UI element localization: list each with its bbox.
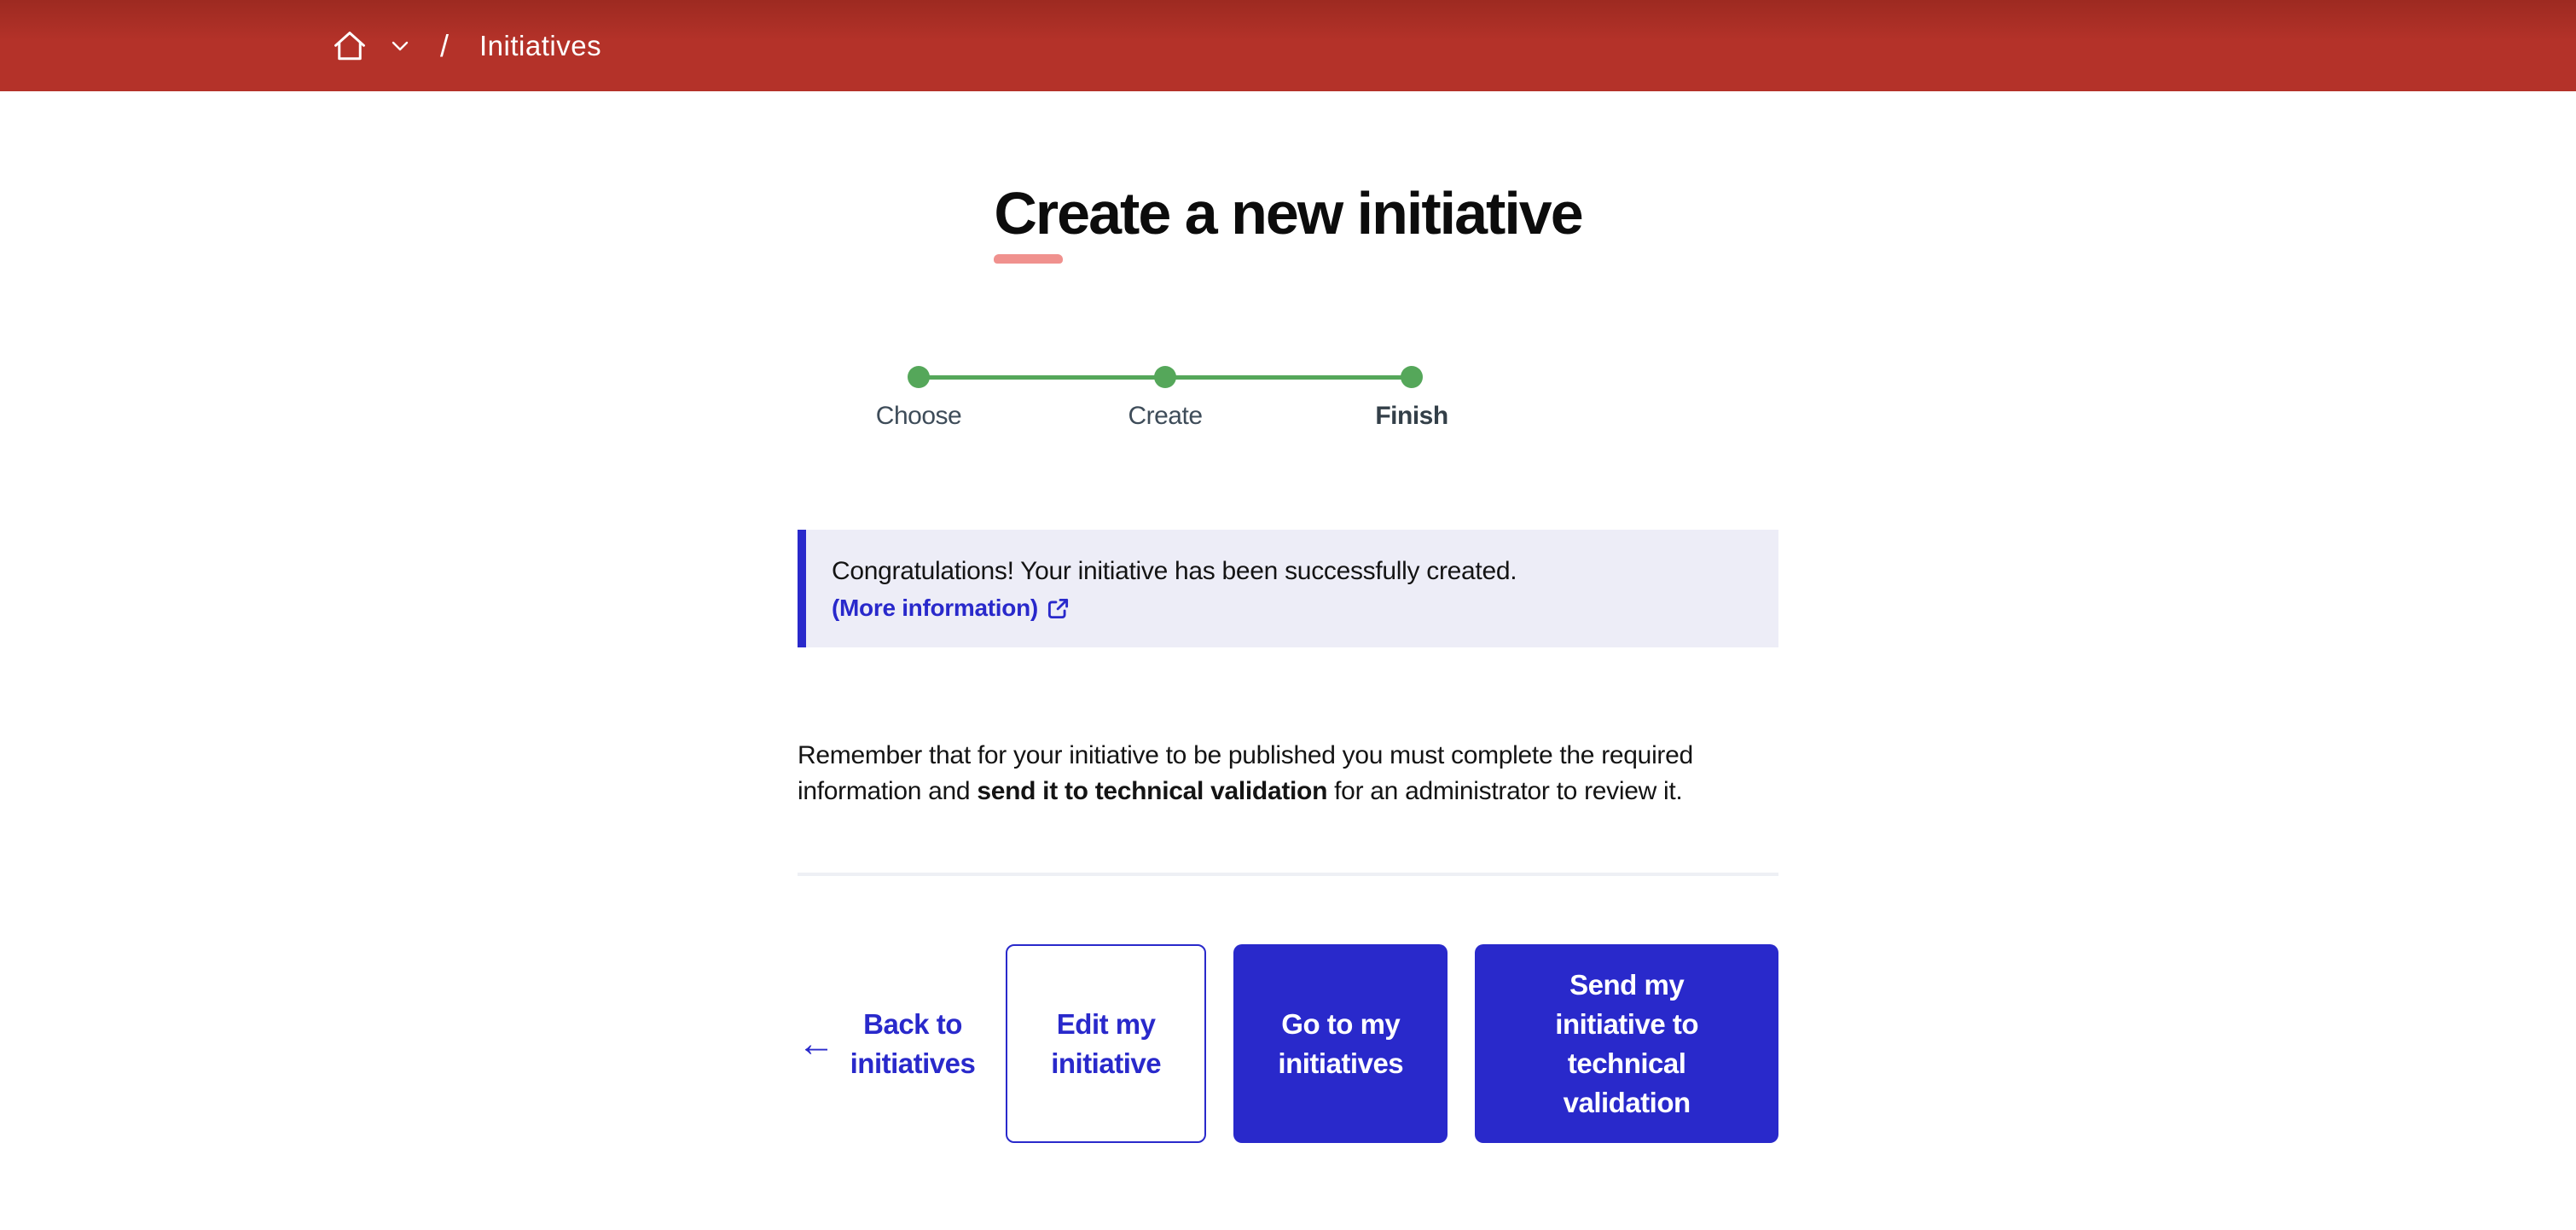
page-title: Create a new initiative: [994, 180, 1583, 247]
back-to-initiatives-link[interactable]: ← Back to initiatives: [798, 944, 978, 1143]
home-link[interactable]: [331, 28, 368, 64]
step-label-choose: Choose: [875, 402, 962, 430]
breadcrumb-current-initiatives[interactable]: Initiatives: [479, 29, 602, 61]
step-dot-create: [1154, 366, 1176, 388]
success-alert-message: Congratulations! Your initiative has bee…: [832, 557, 1517, 585]
step-label-create: Create: [1128, 402, 1203, 430]
more-information-link[interactable]: (More information): [832, 595, 1746, 622]
external-link-icon: [1047, 597, 1070, 620]
title-block: Create a new initiative: [994, 179, 1584, 264]
reminder-note-bold: send it to technical validation: [977, 777, 1328, 805]
title-underline-accent: [994, 254, 1064, 264]
section-divider: [798, 873, 1778, 876]
home-icon: [331, 28, 368, 64]
breadcrumb-separator: /: [440, 27, 450, 63]
back-arrow-icon: ←: [798, 1022, 835, 1065]
step-label-finish: Finish: [1375, 402, 1448, 430]
reminder-note: Remember that for your initiative to be …: [798, 738, 1740, 809]
chevron-down-icon[interactable]: [391, 40, 409, 52]
reminder-note-after: for an administrator to review it.: [1327, 777, 1683, 805]
app-header: / Initiatives: [0, 0, 2576, 91]
progress-stepper: Choose Create Finish: [876, 366, 1448, 434]
back-to-initiatives-label: Back to initiatives: [850, 1007, 976, 1079]
go-to-my-initiatives-button[interactable]: Go to my initiatives: [1233, 944, 1448, 1143]
main-content: Create a new initiative Choose Create Fi…: [798, 179, 1778, 1143]
step-dot-choose: [908, 366, 930, 388]
edit-my-initiative-button[interactable]: Edit my initiative: [1006, 944, 1207, 1143]
actions-row: ← Back to initiatives Edit my initiative…: [798, 944, 1778, 1143]
success-alert: Congratulations! Your initiative has bee…: [798, 530, 1778, 647]
more-information-link-label: (More information): [832, 595, 1038, 621]
breadcrumb: / Initiatives: [331, 28, 601, 64]
step-dot-finish: [1401, 366, 1423, 388]
reminder-note-before: Remember that for your initiative to be …: [798, 741, 1693, 805]
send-to-technical-validation-button[interactable]: Send my initiative to technical validati…: [1475, 944, 1778, 1143]
